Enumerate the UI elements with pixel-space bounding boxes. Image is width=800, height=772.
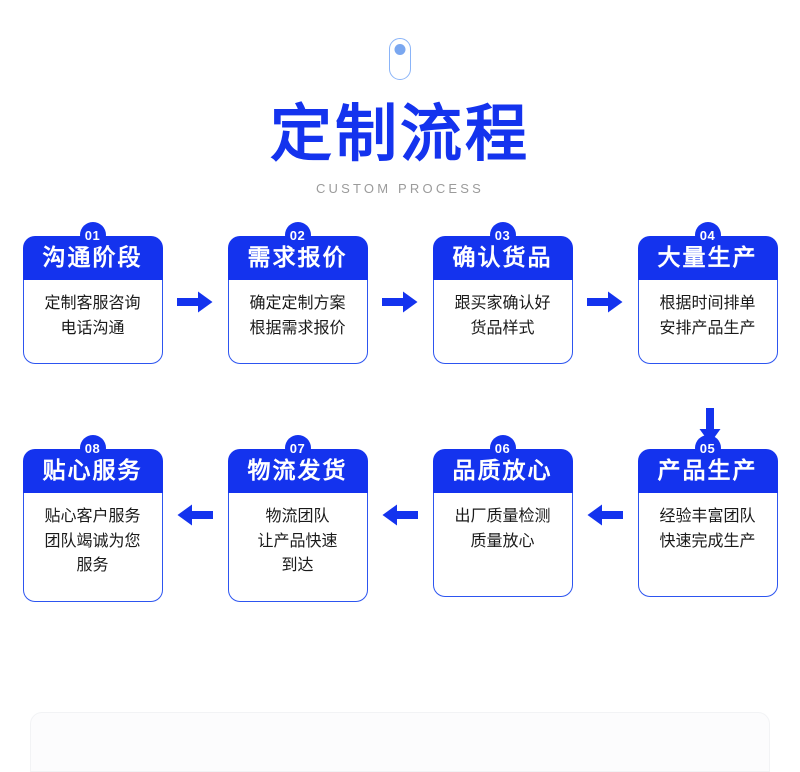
step-badge: 02 [284,222,311,249]
step-card[interactable]: 02 需求报价 确定定制方案 根据需求报价 [227,222,368,365]
step-description-line: 到达 [281,557,314,575]
step-description-line: 根据时间排单 [659,294,756,312]
step-badge: 05 [694,435,721,462]
step-description-line: 质量放心 [470,532,535,550]
page-subtitle: CUSTOM PROCESS [315,181,485,197]
step-description: 物流团队 让产品快速 到达 [227,492,368,603]
step-description: 定制客服咨询 电话沟通 [22,279,163,365]
step-description-line: 定制客服咨询 [44,294,141,312]
step-description-line: 服务 [76,557,109,575]
step-badge: 07 [284,435,311,462]
process-step-03[interactable]: 03 确认货品 跟买家确认好 货品样式 [432,222,573,365]
step-description-line: 物流团队 [265,507,330,525]
arrow-right-icon [368,222,433,382]
step-description-line: 电话沟通 [60,319,125,337]
arrow-left-icon [368,435,433,595]
step-description-line: 团队竭诚为您 [44,532,141,550]
process-step-06[interactable]: 06 品质放心 出厂质量检测 质量放心 [432,435,573,597]
process-step-04[interactable]: 04 大量生产 根据时间排单 安排产品生产 [637,222,778,365]
step-title: 需求报价 [227,236,368,280]
step-description-line: 经验丰富团队 [659,507,756,525]
arrow-left-icon [573,435,638,595]
step-badge: 04 [694,222,721,249]
step-badge: 01 [79,222,106,249]
process-flow: 01 沟通阶段 定制客服咨询 电话沟通 02 需求报价 确定定制方案 根据需求报… [0,222,800,603]
step-title: 产品生产 [637,449,778,493]
step-card[interactable]: 05 产品生产 经验丰富团队 快速完成生产 [637,435,778,597]
process-step-08[interactable]: 08 贴心服务 贴心客户服务 团队竭诚为您 服务 [22,435,163,603]
step-title: 大量生产 [637,236,778,280]
step-description: 出厂质量检测 质量放心 [432,492,573,597]
bottom-panel [30,712,770,772]
step-description-line: 贴心客户服务 [44,507,141,525]
step-card[interactable]: 07 物流发货 物流团队 让产品快速 到达 [227,435,368,603]
step-card[interactable]: 04 大量生产 根据时间排单 安排产品生产 [637,222,778,365]
process-step-02[interactable]: 02 需求报价 确定定制方案 根据需求报价 [227,222,368,365]
step-card[interactable]: 01 沟通阶段 定制客服咨询 电话沟通 [22,222,163,365]
step-description-line: 根据需求报价 [249,319,346,337]
page-title: 定制流程 [269,100,530,169]
process-row-top: 01 沟通阶段 定制客服咨询 电话沟通 02 需求报价 确定定制方案 根据需求报… [0,222,800,382]
step-card[interactable]: 06 品质放心 出厂质量检测 质量放心 [432,435,573,597]
step-card[interactable]: 08 贴心服务 贴心客户服务 团队竭诚为您 服务 [22,435,163,603]
step-badge: 08 [79,435,106,462]
custom-process-infographic: { "theme": { "brand_blue": "#1433ee", "c… [0,0,800,732]
step-description-line: 让产品快速 [257,532,338,550]
page-header: 定制流程 CUSTOM PROCESS [0,0,800,196]
step-description-line: 跟买家确认好 [454,294,551,312]
arrow-right-icon [163,222,228,382]
step-badge: 03 [489,222,516,249]
step-description-line: 货品样式 [470,319,535,337]
arrow-right-icon [573,222,638,382]
process-row-bottom: 08 贴心服务 贴心客户服务 团队竭诚为您 服务 07 物流发货 物流团队 让产 [0,435,800,603]
step-description-line: 出厂质量检测 [454,507,551,525]
mouse-scroll-icon [389,38,411,80]
step-description: 贴心客户服务 团队竭诚为您 服务 [22,492,163,603]
step-description-line: 确定定制方案 [249,294,346,312]
step-description-line: 安排产品生产 [659,319,756,337]
step-description: 确定定制方案 根据需求报价 [227,279,368,365]
step-description: 跟买家确认好 货品样式 [432,279,573,365]
process-step-07[interactable]: 07 物流发货 物流团队 让产品快速 到达 [227,435,368,603]
step-card[interactable]: 03 确认货品 跟买家确认好 货品样式 [432,222,573,365]
process-step-01[interactable]: 01 沟通阶段 定制客服咨询 电话沟通 [22,222,163,365]
step-description: 经验丰富团队 快速完成生产 [637,492,778,597]
step-description-line: 快速完成生产 [659,532,756,550]
arrow-left-icon [163,435,228,595]
process-step-05[interactable]: 05 产品生产 经验丰富团队 快速完成生产 [637,435,778,597]
step-description: 根据时间排单 安排产品生产 [637,279,778,365]
step-badge: 06 [489,435,516,462]
